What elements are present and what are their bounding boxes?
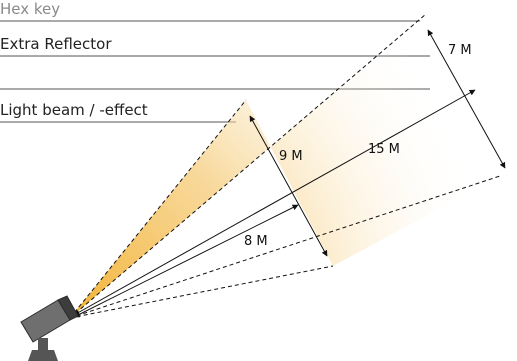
dim-label-throw-short: 8 M xyxy=(244,234,268,249)
legend-item-extra-reflector: Extra Reflector xyxy=(0,35,112,53)
dim-label-throw-long: 15 M xyxy=(368,142,400,157)
spotlight-lens xyxy=(57,295,79,321)
dim-label-beam-width-inner: 9 M xyxy=(279,149,303,164)
light-beam-cone xyxy=(70,14,500,318)
beam-width-inner-arrow xyxy=(249,115,328,257)
throw-short-arrow xyxy=(73,204,299,318)
spotlight-base xyxy=(28,350,58,361)
beam-edge-inner-top xyxy=(69,99,247,319)
spotlight-icon xyxy=(20,295,79,361)
dim-label-beam-width-outer: 7 M xyxy=(448,43,472,58)
spotlight-stem xyxy=(38,338,48,352)
dimension-lines xyxy=(73,29,506,318)
legend-item-light-beam: Light beam / -effect xyxy=(0,101,148,119)
legend-item-hex-key: Hex key xyxy=(0,0,60,18)
beam-width-outer-arrow xyxy=(427,29,506,169)
